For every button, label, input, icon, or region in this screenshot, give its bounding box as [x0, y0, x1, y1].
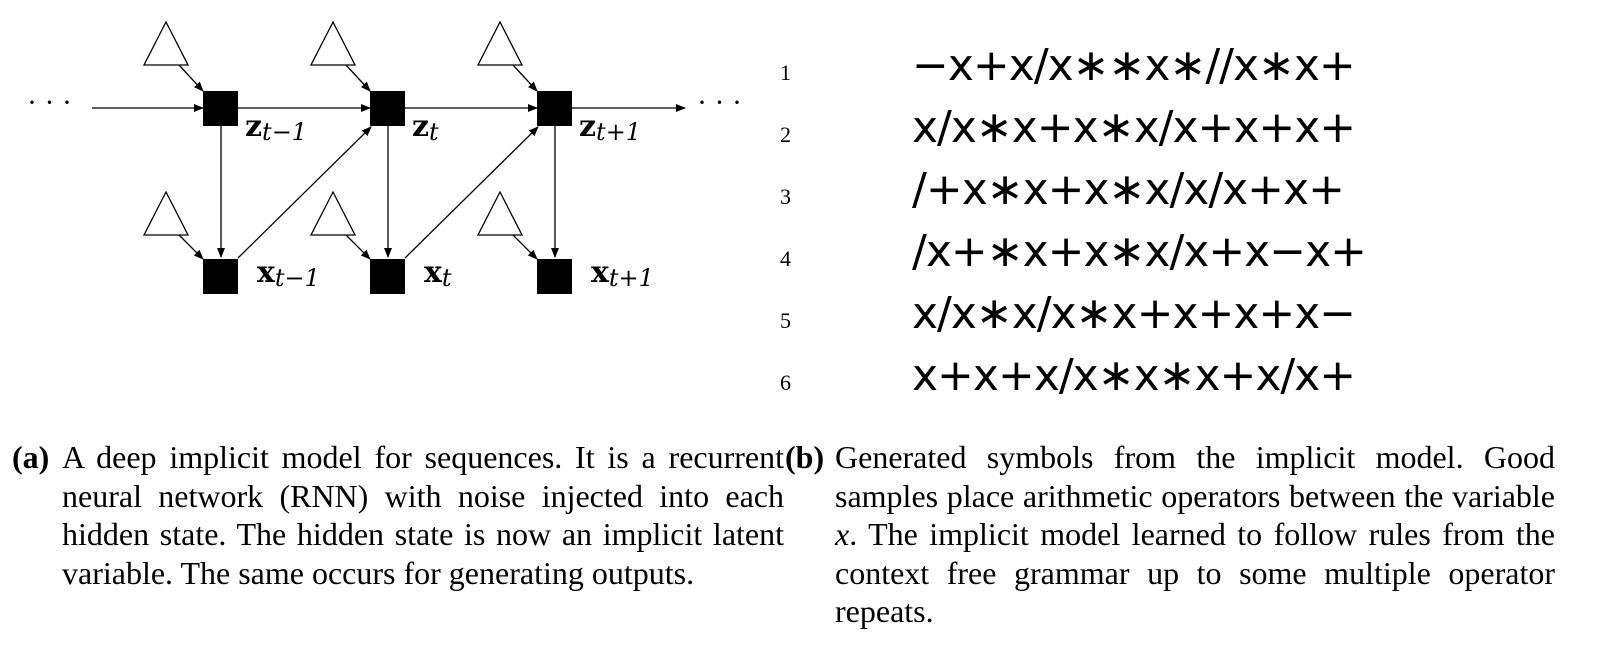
hidden-node-z2 [370, 91, 405, 126]
sample-row: 6 x+x+x/x∗x∗x+x/x+ [780, 348, 1400, 410]
sample-text: −x+x/x∗∗x∗//x∗x+ [912, 40, 1356, 91]
sample-row: 2 x/x∗x+x∗x/x+x+x+ [780, 100, 1400, 162]
caption-b-variable: x [835, 516, 850, 552]
sample-text: /x+∗x+x∗x/x+x−x+ [912, 226, 1367, 277]
arrow-noise-z2 [345, 64, 371, 92]
caption-a-text: A deep implicit model for sequences. It … [62, 439, 784, 591]
hidden-node-z1 [203, 91, 238, 126]
sample-row: 3 /+x∗x+x∗x/x/x+x+ [780, 162, 1400, 224]
label-z-t-plus-1: zt+1 [579, 109, 641, 146]
label-z-t: zt [412, 109, 439, 146]
label-x-t-plus-1: xt+1 [591, 255, 654, 292]
arrow-noise-x3 [512, 234, 538, 260]
noise-triangle [309, 20, 357, 66]
hidden-node-z3 [537, 91, 572, 126]
arrow-noise-z1 [178, 64, 204, 92]
sample-line-number: 5 [780, 308, 791, 333]
caption-b-text: Generated symbols from the implicit mode… [835, 438, 1555, 631]
caption-b-label: (b) [785, 439, 825, 475]
sample-text: x/x∗x/x∗x+x+x+x− [912, 288, 1356, 339]
caption-a-label: (a) [12, 439, 50, 475]
noise-triangle [309, 190, 357, 236]
noise-triangle [142, 190, 190, 236]
rnn-diagram: · · · · · · zt−1 zt zt+1 xt−1 xt xt+1 [27, 20, 742, 294]
sample-line-number: 1 [780, 60, 791, 85]
sample-line-number: 4 [780, 246, 791, 271]
sample-text: x+x+x/x∗x∗x+x/x+ [912, 350, 1356, 401]
output-node-x3 [537, 259, 572, 294]
label-x-t-minus-1: xt−1 [257, 255, 320, 292]
noise-triangle [476, 20, 524, 66]
caption-b: (b) Generated symbols from the implicit … [785, 438, 1555, 638]
leading-dots: · · · [27, 86, 72, 119]
caption-b-text-after: . The implicit model learned to follow r… [835, 516, 1555, 629]
arrow-x1-z2 [237, 126, 372, 259]
sample-line-number: 6 [780, 370, 791, 395]
arrow-x2-z3 [404, 126, 539, 259]
noise-triangle [476, 190, 524, 236]
output-node-x2 [370, 259, 405, 294]
label-x-t: xt [424, 255, 452, 292]
sample-row: 5 x/x∗x/x∗x+x+x+x− [780, 286, 1400, 348]
caption-a: (a) A deep implicit model for sequences.… [12, 438, 784, 638]
arrow-noise-z3 [512, 64, 538, 92]
arrow-noise-x1 [178, 234, 204, 260]
sample-text: x/x∗x+x∗x/x+x+x+ [912, 102, 1356, 153]
label-z-t-minus-1: zt−1 [245, 109, 307, 146]
output-node-x1 [203, 259, 238, 294]
noise-triangle [142, 20, 190, 66]
sample-row: 1 −x+x/x∗∗x∗//x∗x+ [780, 38, 1400, 100]
arrow-noise-x2 [345, 234, 371, 260]
trailing-dots: · · · [697, 86, 742, 119]
sample-text: /+x∗x+x∗x/x/x+x+ [912, 164, 1345, 215]
sample-line-number: 3 [780, 184, 791, 209]
sample-row: 4 /x+∗x+x∗x/x+x−x+ [780, 224, 1400, 286]
caption-b-text-before: Generated symbols from the implicit mode… [835, 439, 1555, 514]
sample-line-number: 2 [780, 122, 791, 147]
